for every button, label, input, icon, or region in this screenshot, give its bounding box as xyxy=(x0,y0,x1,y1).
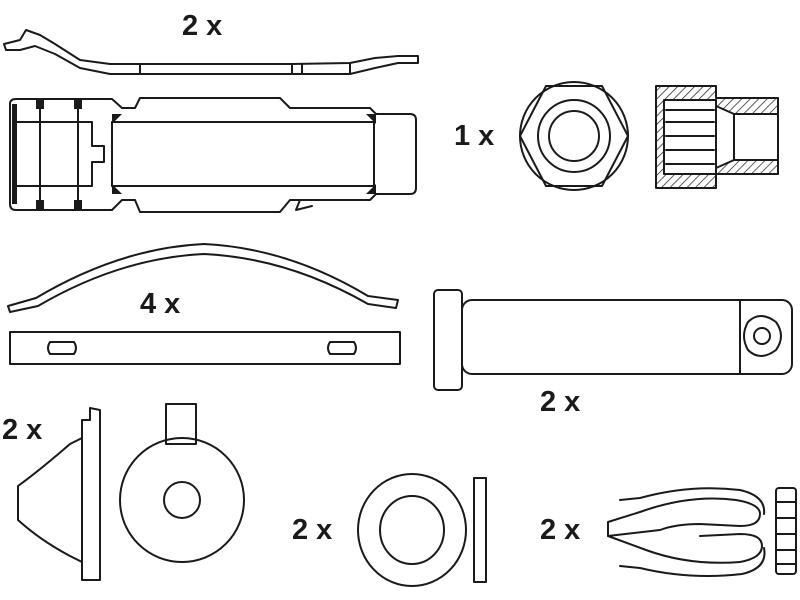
cap-disc-quantity: 2 x xyxy=(2,414,43,446)
flat-plate-part xyxy=(10,332,400,364)
disc-part xyxy=(120,404,244,562)
spring-plate-quantity: 4 x xyxy=(140,288,181,320)
spring-clip-part xyxy=(4,30,418,74)
bracket-part xyxy=(10,98,416,212)
guide-pin-part xyxy=(434,290,792,390)
nut-front-part xyxy=(520,82,628,190)
nut-section-part xyxy=(656,86,778,188)
cap-side-part xyxy=(18,408,100,580)
cotter-pin-quantity: 2 x xyxy=(540,514,581,546)
guide-pin-quantity: 2 x xyxy=(540,386,581,418)
nut-quantity: 1 x xyxy=(454,120,495,152)
washer-part xyxy=(358,474,486,586)
spring-clip-quantity: 2 x xyxy=(182,10,223,42)
leaf-spring-part xyxy=(8,244,398,312)
cotter-pin-part xyxy=(608,488,765,576)
bracket-dark-marks xyxy=(12,99,376,210)
washer-quantity: 2 x xyxy=(292,514,333,546)
cotter-end-part xyxy=(776,488,796,574)
